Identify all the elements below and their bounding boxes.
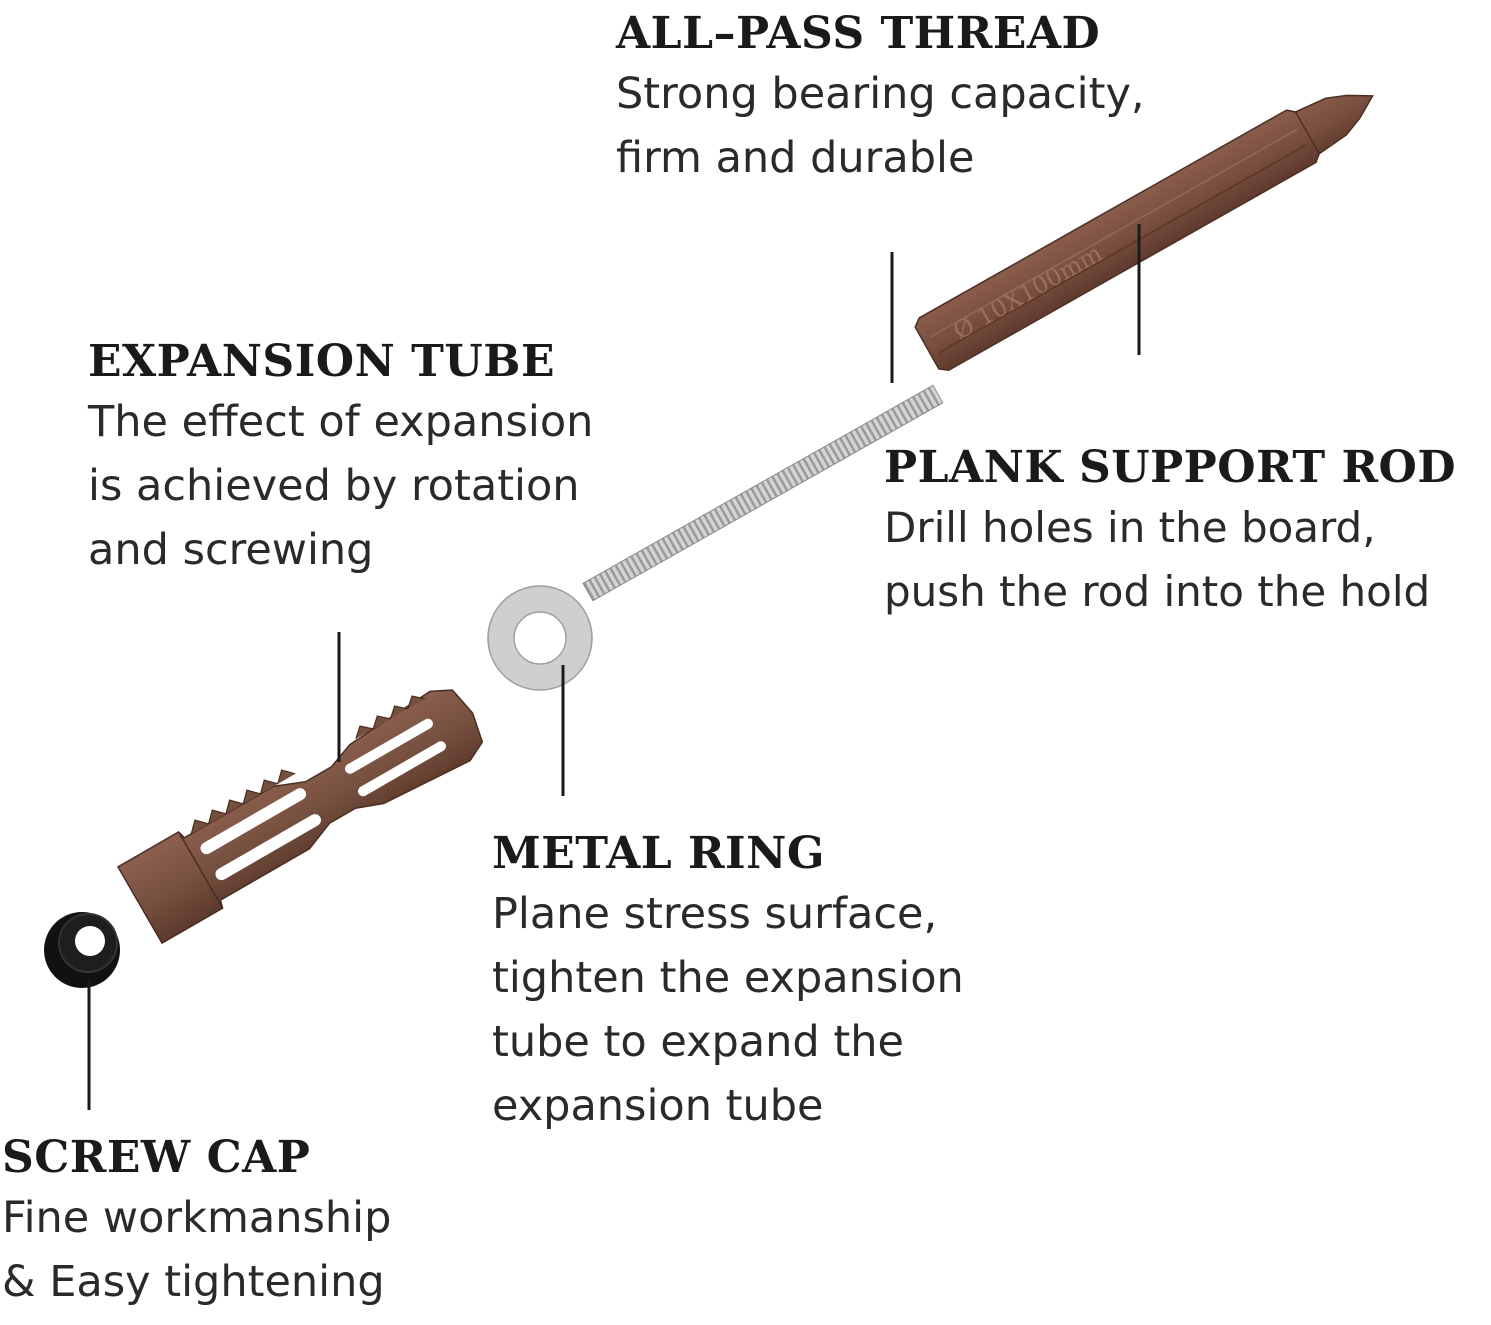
screw-cap-title: SCREW CAP xyxy=(2,1132,311,1183)
expansion-tube xyxy=(116,689,484,945)
expansion-tube-line-3: and screwing xyxy=(88,525,374,575)
all-pass-thread-callout: ALL–PASS THREAD Strong bearing capacity,… xyxy=(616,6,1145,190)
all-pass-thread-description: Strong bearing capacity, firm and durabl… xyxy=(616,62,1145,190)
expansion-tube-title: EXPANSION TUBE xyxy=(88,336,555,387)
expansion-tube-callout: EXPANSION TUBE The effect of expansion i… xyxy=(88,334,593,582)
all-pass-thread-title: ALL–PASS THREAD xyxy=(616,8,1101,59)
plank-support-rod-line-2: push the rod into the hold xyxy=(884,567,1431,616)
all-pass-thread-line-2: firm and durable xyxy=(616,133,975,183)
expansion-tube-description: The effect of expansion is achieved by r… xyxy=(88,390,593,582)
screw-cap-line-2: & Easy tightening xyxy=(2,1257,385,1307)
screw-cap-callout: SCREW CAP Fine workmanship & Easy tighte… xyxy=(2,1130,391,1314)
screw-cap-line-1: Fine workmanship xyxy=(2,1193,392,1243)
metal-ring-line-1: Plane stress surface, xyxy=(492,889,938,939)
metal-ring-callout: METAL RING Plane stress surface, tighten… xyxy=(492,826,964,1138)
plank-support-rod-line-1: Drill holes in the board, xyxy=(884,503,1376,552)
expansion-tube-line-2: is achieved by rotation xyxy=(88,461,580,511)
metal-ring xyxy=(487,585,593,691)
metal-ring-line-4: expansion tube xyxy=(492,1081,824,1131)
metal-ring-title: METAL RING xyxy=(492,828,825,879)
plank-support-rod-description: Drill holes in the board, push the rod i… xyxy=(884,496,1456,624)
metal-ring-line-2: tighten the expansion xyxy=(492,953,964,1003)
plank-support-rod-callout: PLANK SUPPORT ROD Drill holes in the boa… xyxy=(884,440,1456,624)
threaded-stud xyxy=(582,384,944,602)
screw-cap xyxy=(44,912,120,988)
plank-support-rod-title: PLANK SUPPORT ROD xyxy=(884,442,1456,493)
all-pass-thread-line-1: Strong bearing capacity, xyxy=(616,69,1145,119)
screw-cap-description: Fine workmanship & Easy tightening xyxy=(2,1186,391,1314)
expansion-tube-line-1: The effect of expansion xyxy=(88,397,594,447)
metal-ring-description: Plane stress surface, tighten the expans… xyxy=(492,882,964,1138)
metal-ring-line-3: tube to expand the xyxy=(492,1017,904,1067)
